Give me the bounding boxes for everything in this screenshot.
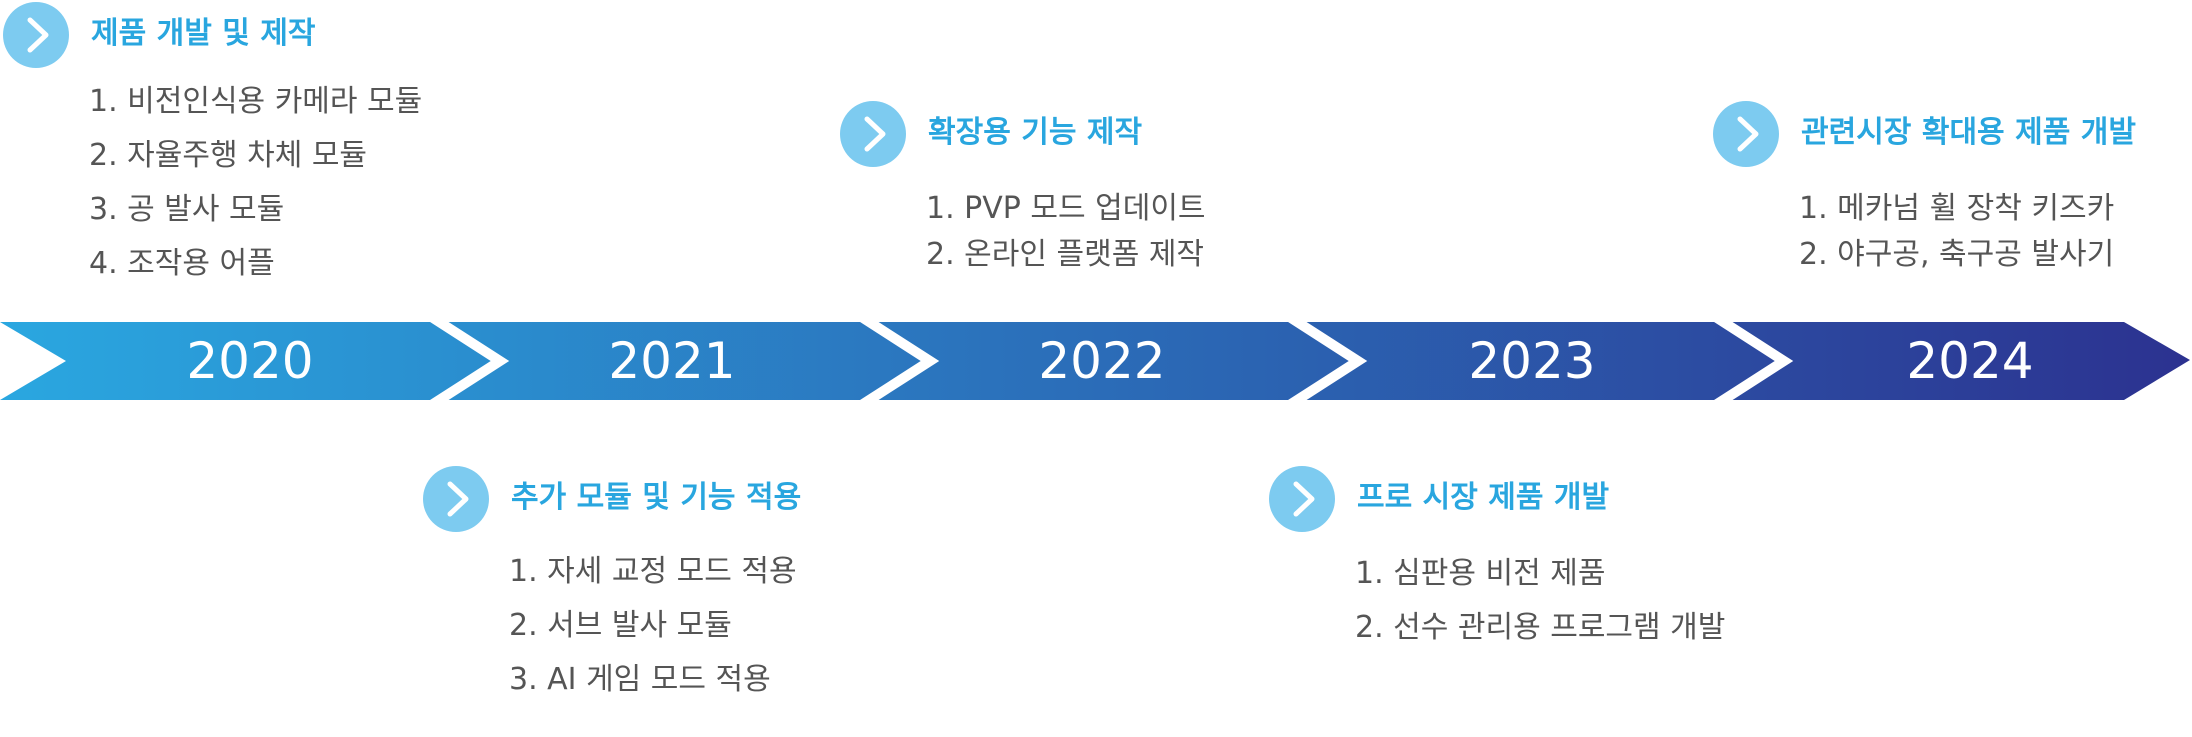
- chevron-right-icon: [840, 101, 906, 167]
- milestone-items: 1. 심판용 비전 제품 2. 선수 관리용 프로그램 개발: [1355, 554, 1725, 662]
- chevron-right-icon: [423, 466, 489, 532]
- chevron-right-icon: [1269, 466, 1335, 532]
- year-label: 2020: [186, 332, 313, 390]
- list-item: 2. 온라인 플랫폼 제작: [926, 237, 1205, 272]
- list-item: 1. 자세 교정 모드 적용: [509, 554, 797, 589]
- list-item: 1. 비전인식용 카메라 모듈: [89, 84, 423, 119]
- milestone-title: 제품 개발 및 제작: [91, 16, 316, 51]
- timeline-divider: [427, 322, 510, 402]
- list-item: 2. 서브 발사 모듈: [509, 608, 732, 643]
- year-label: 2024: [1906, 332, 2033, 390]
- list-item: 3. AI 게임 모드 적용: [509, 662, 771, 697]
- timeline-arrow: 2020 2021 2022 2023 2024: [0, 322, 2190, 402]
- timeline-band: [0, 322, 2190, 400]
- milestone-items: 1. 자세 교정 모드 적용 2. 서브 발사 모듈 3. AI 게임 모드 적…: [509, 552, 797, 714]
- chevron-right-icon: [3, 2, 69, 68]
- timeline-divider: [1711, 322, 1794, 402]
- list-item: 2. 야구공, 축구공 발사기: [1799, 237, 2115, 272]
- timeline-divider: [857, 322, 940, 402]
- milestone-title: 확장용 기능 제작: [928, 115, 1143, 150]
- milestone-title: 관련시장 확대용 제품 개발: [1801, 115, 2136, 150]
- timeline-divider: [1285, 322, 1368, 402]
- list-item: 3. 공 발사 모듈: [89, 192, 285, 227]
- list-item: 1. PVP 모드 업데이트: [926, 191, 1206, 226]
- milestone-title: 추가 모듈 및 기능 적용: [511, 480, 802, 515]
- list-item: 1. 심판용 비전 제품: [1355, 556, 1606, 591]
- chevron-right-icon: [1713, 101, 1779, 167]
- year-label: 2021: [608, 332, 735, 390]
- list-item: 1. 메카넘 휠 장착 키즈카: [1799, 191, 2115, 226]
- milestone-items: 1. PVP 모드 업데이트 2. 온라인 플랫폼 제작: [926, 189, 1206, 281]
- year-label: 2022: [1038, 332, 1165, 390]
- milestone-items: 1. 메카넘 휠 장착 키즈카 2. 야구공, 축구공 발사기: [1799, 189, 2114, 281]
- list-item: 2. 선수 관리용 프로그램 개발: [1355, 610, 1726, 645]
- list-item: 4. 조작용 어플: [89, 246, 275, 281]
- milestone-items: 1. 비전인식용 카메라 모듈 2. 자율주행 차체 모듈 3. 공 발사 모듈…: [89, 82, 422, 298]
- milestone-title: 프로 시장 제품 개발: [1357, 480, 1610, 515]
- list-item: 2. 자율주행 차체 모듈: [89, 138, 368, 173]
- year-label: 2023: [1468, 332, 1595, 390]
